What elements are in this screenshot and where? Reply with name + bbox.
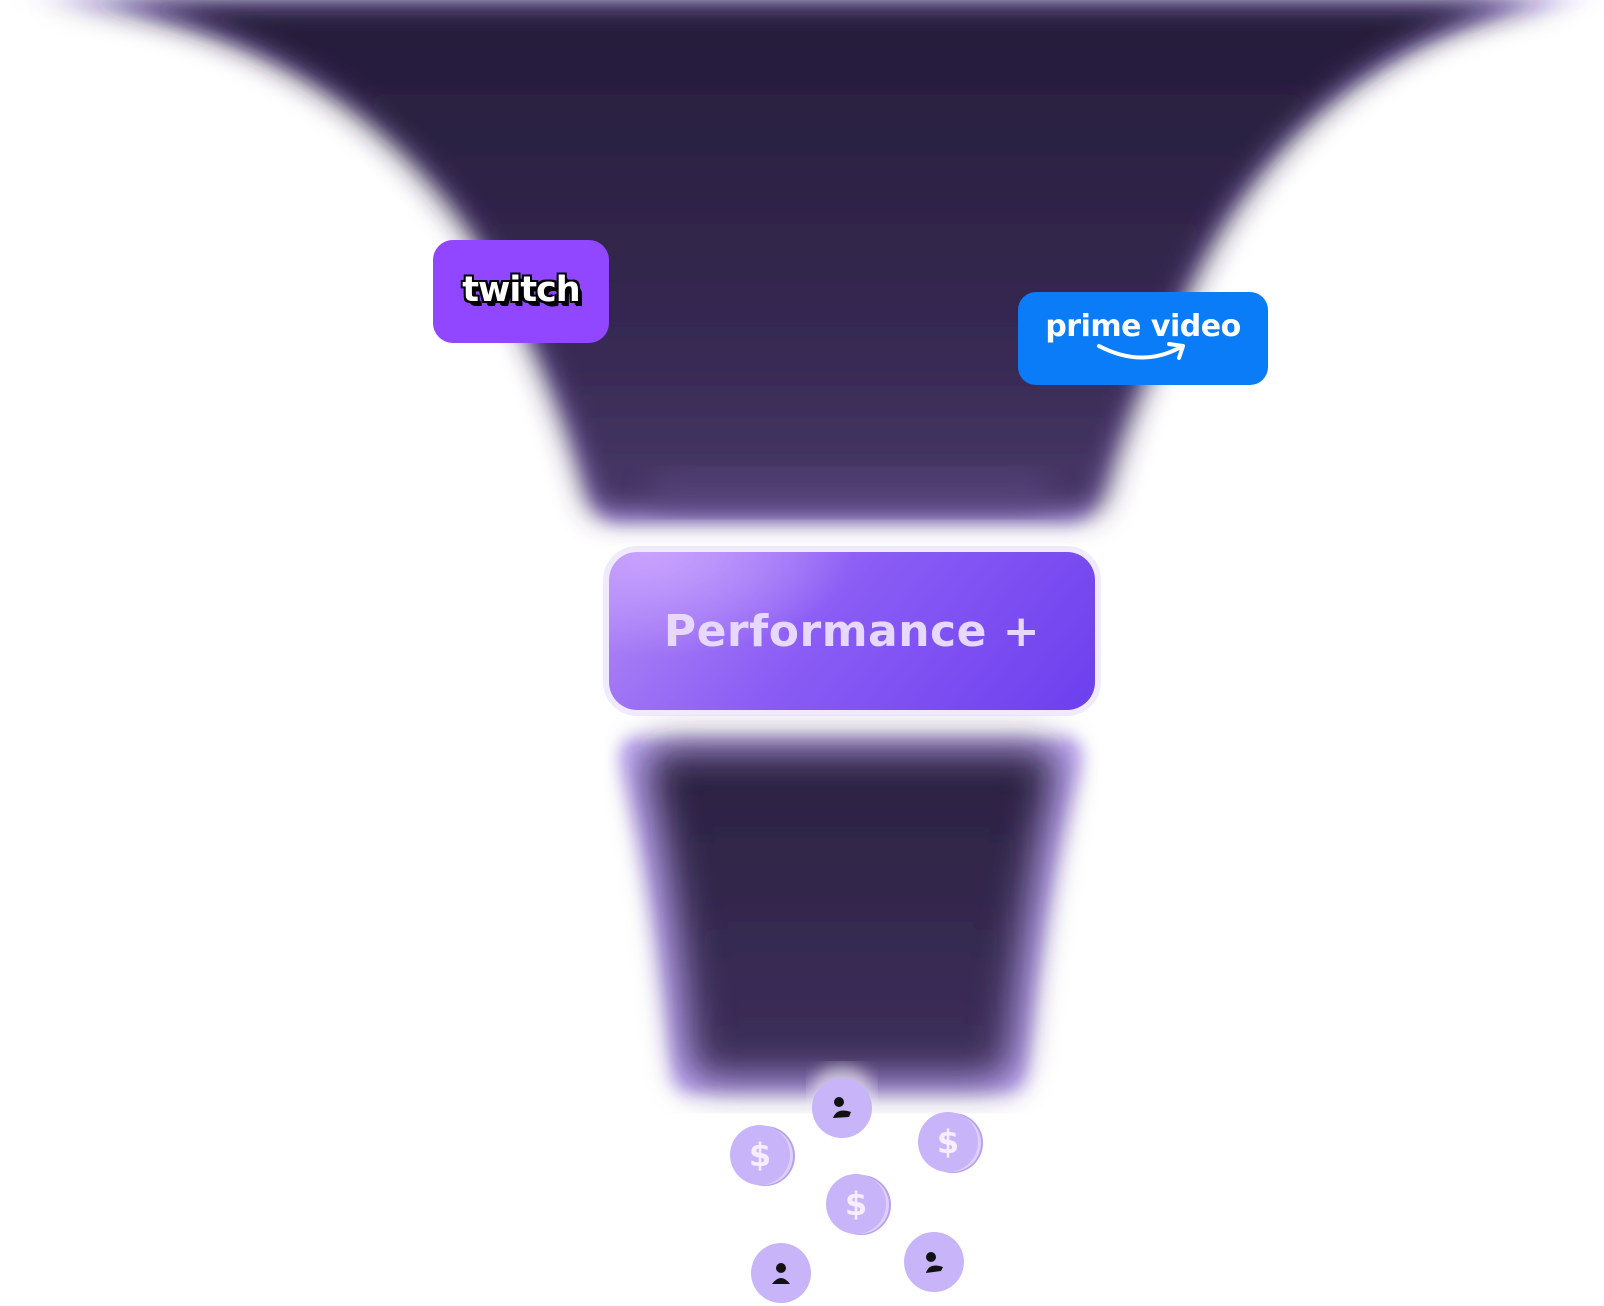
prime-video-badge: prime video bbox=[1018, 292, 1268, 385]
coin-symbol: $ bbox=[936, 1123, 960, 1161]
dollar-coin-icon: $ bbox=[826, 1174, 886, 1234]
twitch-badge: twitch bbox=[433, 240, 609, 343]
twitch-logo: twitch bbox=[462, 269, 580, 310]
coin-symbol: $ bbox=[844, 1185, 868, 1223]
funnel-bottom bbox=[646, 748, 1057, 1080]
amazon-smile-icon bbox=[1097, 342, 1185, 360]
dollar-coin-icon: $ bbox=[918, 1112, 978, 1172]
user-icon bbox=[812, 1078, 872, 1138]
coin-symbol: $ bbox=[748, 1136, 772, 1174]
user-icon bbox=[751, 1243, 811, 1303]
dollar-coin-icon: $ bbox=[730, 1125, 790, 1185]
stage-label: Performance + bbox=[663, 605, 1041, 657]
funnel-top bbox=[40, 0, 1570, 516]
performance-plus-stage: Performance + bbox=[609, 552, 1095, 710]
prime-video-logo: prime video bbox=[1045, 309, 1241, 344]
user-icon bbox=[904, 1232, 964, 1292]
